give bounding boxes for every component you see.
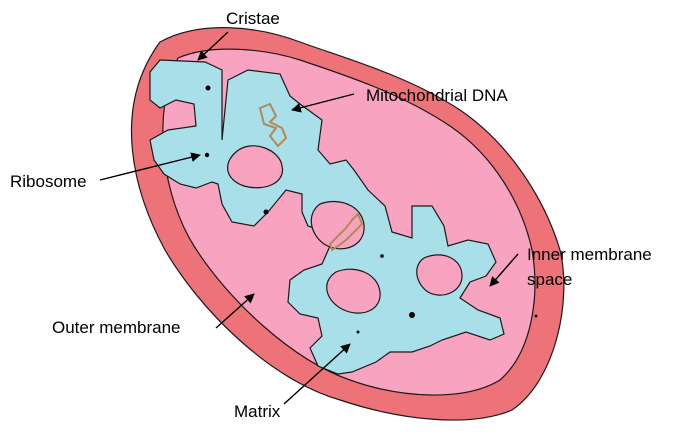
label-mitochondrial-dna: Mitochondrial DNA [366, 87, 508, 104]
label-ribosome: Ribosome [10, 173, 87, 190]
label-inner-membrane-space-line1: Inner membrane [527, 246, 652, 263]
ribosome-4 [380, 254, 384, 258]
crista-fold-4 [417, 255, 462, 295]
ribosome-3 [264, 210, 269, 215]
ribosome-1 [206, 86, 211, 91]
ribosome-5 [409, 312, 415, 318]
label-inner-membrane-space-line2: space [527, 271, 572, 288]
ribosome-7 [535, 315, 538, 318]
label-matrix: Matrix [234, 403, 280, 420]
label-cristae: Cristae [226, 10, 280, 27]
label-outer-membrane: Outer membrane [52, 319, 181, 336]
ribosome-6 [357, 331, 360, 334]
ribosome-2 [205, 153, 209, 157]
